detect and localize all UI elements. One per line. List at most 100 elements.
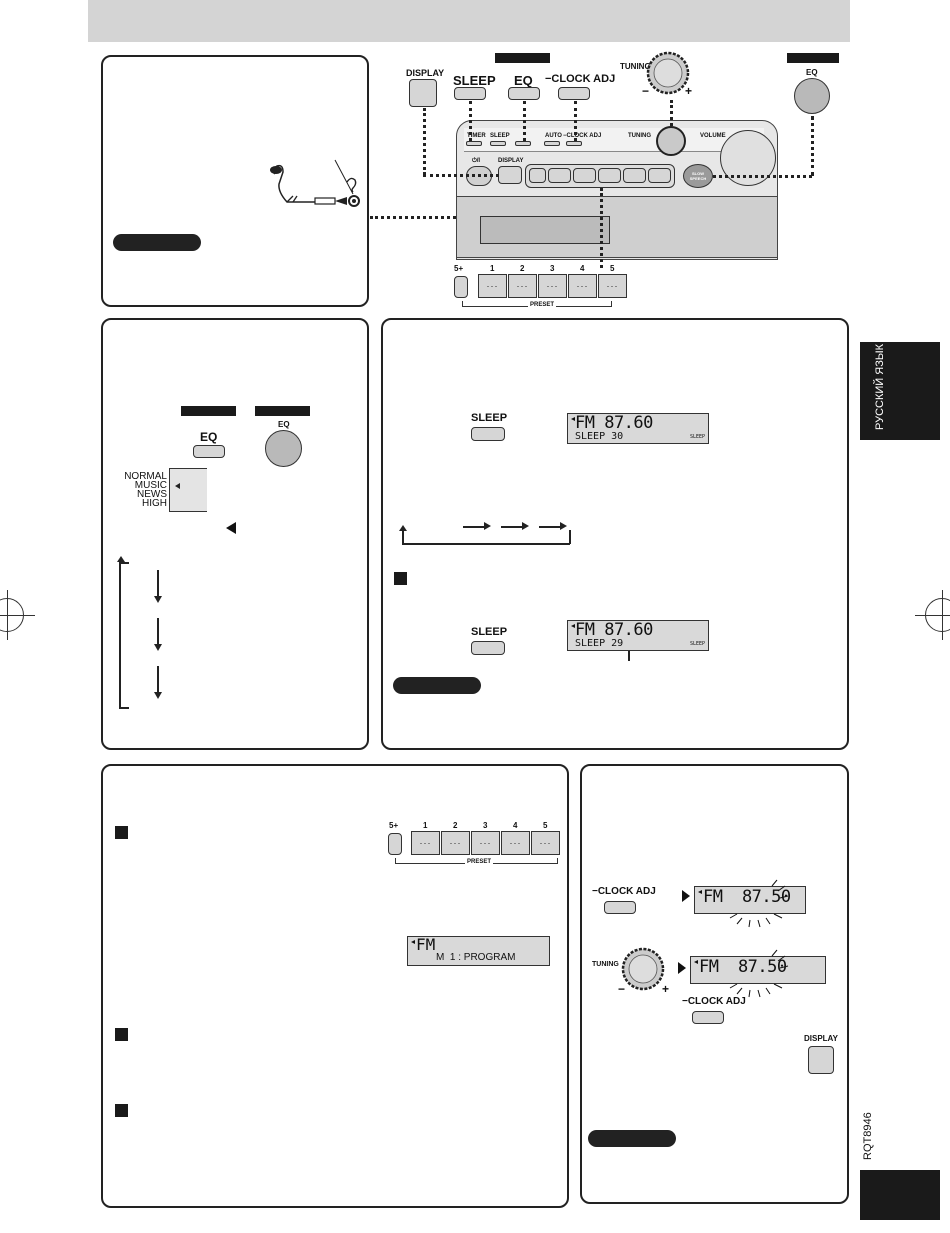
clock-adj-button[interactable]	[558, 87, 590, 100]
preset-panel-key-2[interactable]: ···	[441, 831, 470, 855]
sleep-panel-label-2: SLEEP	[471, 626, 508, 638]
tuning-plus: +	[685, 84, 693, 98]
slow-speech-button[interactable]: SLOW SPEECH	[683, 164, 713, 188]
eq-remote-panel-button[interactable]	[265, 430, 302, 467]
clock-adj-label: −CLOCK ADJ	[545, 73, 616, 85]
eq-small-button[interactable]	[515, 141, 531, 146]
clock-lcd-2-text: FM 87.50	[699, 957, 787, 977]
cycle-arrowhead-3	[154, 692, 162, 699]
auto-small-button[interactable]	[544, 141, 560, 146]
leader-preset	[600, 188, 603, 268]
blink-icon	[729, 879, 789, 928]
sleep-lcd-2: FM 87.60 SLEEP 29 SLEEP	[567, 620, 709, 651]
device-preset-key[interactable]	[598, 168, 622, 183]
preset-key-3[interactable]: ···	[538, 274, 567, 298]
display-label: DISPLAY	[406, 68, 445, 78]
clock-adj-panel-label-2: −CLOCK ADJ	[682, 996, 746, 1007]
preset-panel-key-5[interactable]: ···	[531, 831, 560, 855]
device-preset-key[interactable]	[573, 168, 597, 183]
sleep-panel-button[interactable]	[471, 427, 505, 441]
clock-tuning-minus: −	[618, 982, 626, 996]
cycle-top-arrow	[117, 556, 125, 562]
device-preset-key[interactable]	[648, 168, 671, 183]
eq-panel-label: EQ	[200, 430, 218, 444]
leader-headphone	[370, 216, 456, 219]
clock-tuning-plus: +	[662, 982, 670, 996]
sleep-lcd-2-time: SLEEP 29	[575, 638, 624, 649]
preset-lcd: FM M 1 : PROGRAM	[407, 936, 550, 966]
eq-button[interactable]	[508, 87, 540, 100]
tuning-knob[interactable]	[656, 126, 686, 156]
preset-panel-key-1[interactable]: ···	[411, 831, 440, 855]
language-side-tab: РУССКИЙ ЯЗЫК	[860, 342, 940, 440]
device-top-ridge	[464, 128, 764, 152]
clock-adj-panel-button-2[interactable]	[692, 1011, 724, 1024]
device-preset-key[interactable]	[529, 168, 547, 183]
clock-display-label: DISPLAY	[804, 1034, 838, 1043]
preset-panel-num-2: 2	[453, 821, 458, 830]
clock-lcd-1-text: FM 87.50	[703, 887, 791, 907]
preset-row-top: ··· ··· ··· ··· ···	[478, 274, 628, 298]
eq-panel-button[interactable]	[193, 445, 225, 458]
timer-small-button[interactable]	[466, 141, 482, 146]
sleep-cycle-right	[569, 530, 571, 544]
headphone-jack-icon	[270, 159, 360, 207]
five-plus-button[interactable]	[454, 276, 468, 298]
registration-cross-right-h	[915, 615, 950, 616]
preset-panel-key-4[interactable]: ···	[501, 831, 530, 855]
power-label: ⏻/I	[472, 158, 481, 164]
preset-key-5[interactable]: ···	[598, 274, 627, 298]
device-preset-key[interactable]	[623, 168, 647, 183]
preset-key-1[interactable]: ···	[478, 274, 507, 298]
sleep-pointer-line	[628, 651, 630, 661]
sleep-panel-label: SLEEP	[471, 412, 508, 424]
clock-adj-small-button[interactable]	[566, 141, 582, 146]
preset-num-4: 4	[580, 264, 585, 273]
sleep-arrowhead-3	[560, 522, 567, 530]
leader-display-h	[423, 174, 499, 177]
eq-mode-news: NEWS	[137, 489, 167, 500]
cycle-arrow-1	[157, 570, 159, 598]
eq-mode-pointer	[175, 483, 180, 489]
lcd-tri-icon	[571, 624, 575, 628]
leader-clock	[574, 101, 577, 141]
display-small-button[interactable]	[498, 166, 522, 184]
leader-display	[423, 108, 426, 175]
clock-display-button[interactable]	[808, 1046, 834, 1074]
preset-key-4[interactable]: ···	[568, 274, 597, 298]
sleep-cycle-up-arrow	[399, 525, 407, 531]
registration-cross-right-v	[942, 590, 943, 640]
sleep-small-button[interactable]	[490, 141, 506, 146]
volume-label: VOLUME	[700, 133, 726, 139]
page-number-tab	[860, 1170, 940, 1220]
panel-headphones	[101, 55, 369, 307]
preset-lcd-program: M 1 : PROGRAM	[436, 952, 516, 963]
display-small-label: DISPLAY	[498, 158, 524, 164]
timer-small-label: TIMER	[467, 133, 486, 139]
sleep-arrow-2	[501, 526, 523, 528]
display-button[interactable]	[409, 79, 437, 107]
clock-note-pill	[588, 1130, 676, 1147]
preset-key-2[interactable]: ···	[508, 274, 537, 298]
sleep-arrow-3	[539, 526, 561, 528]
device-illustration: DISPLAY SLEEP EQ −CLOCK ADJ TUNING − + E…	[370, 48, 850, 318]
sleep-button[interactable]	[454, 87, 486, 100]
sleep-panel-button-2[interactable]	[471, 641, 505, 655]
eq-mode-arrow-icon	[226, 522, 236, 534]
auto-small-label: AUTO	[545, 133, 562, 139]
eq-remote-button[interactable]	[794, 78, 830, 114]
preset-strip-device	[525, 164, 675, 188]
eq-mode-normal: NORMAL	[124, 471, 167, 482]
preset-five-plus-button[interactable]	[388, 833, 402, 855]
sleep-note-pill	[393, 677, 481, 694]
clock-adj-panel-button[interactable]	[604, 901, 636, 914]
preset-panel-num-5: 5	[543, 821, 548, 830]
preset-panel-num-4: 4	[513, 821, 518, 830]
sleep-cycle-bottom	[402, 543, 570, 545]
cycle-arrowhead-2	[154, 644, 162, 651]
clock-tuning-dial-icon	[621, 947, 665, 991]
preset-panel-key-3[interactable]: ···	[471, 831, 500, 855]
device-preset-key[interactable]	[548, 168, 572, 183]
eq-mode-music: MUSIC	[134, 480, 167, 491]
sleep-arrowhead-1	[484, 522, 491, 530]
